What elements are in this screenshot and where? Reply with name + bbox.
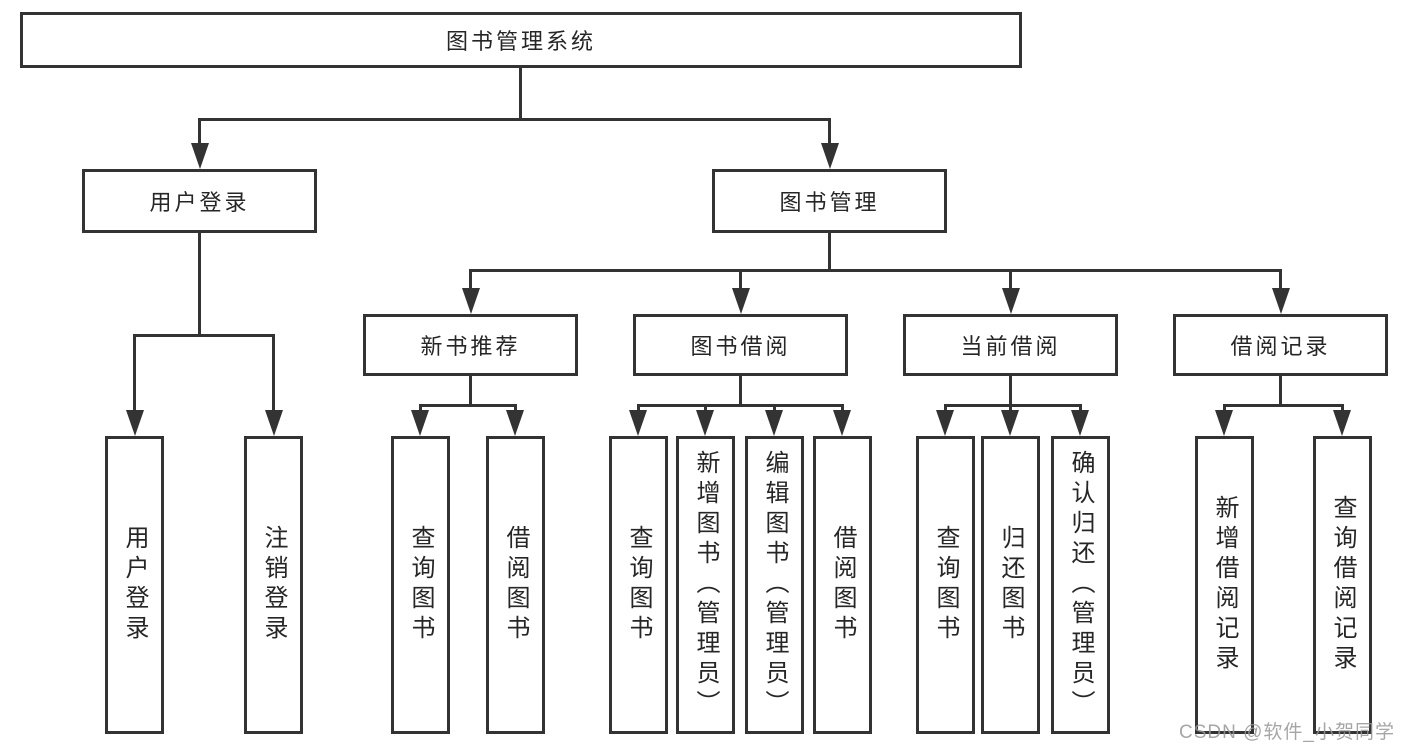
arrow-down-icon xyxy=(125,410,144,436)
connector-line xyxy=(133,334,275,337)
connector-line xyxy=(828,120,831,146)
connector-line xyxy=(469,271,472,291)
connector-line xyxy=(198,118,831,121)
arrow-down-icon xyxy=(936,410,954,436)
leaf-query-books-borrow: 查询图书 xyxy=(608,436,668,734)
arrow-down-icon xyxy=(731,288,750,314)
arrow-down-icon xyxy=(264,410,283,436)
connector-line xyxy=(418,404,517,407)
node-label: 借阅记录 xyxy=(1230,334,1331,359)
leaf-confirm-return-admin: 确认归还（管理员） xyxy=(1050,436,1110,734)
node-user-login: 用户登录 xyxy=(82,169,317,233)
node-label: 图书借阅 xyxy=(690,334,791,359)
node-borrow-records: 借阅记录 xyxy=(1173,314,1388,376)
arrow-down-icon xyxy=(1215,410,1233,436)
connector-line xyxy=(1279,376,1282,407)
leaf-user-login: 用户登录 xyxy=(104,436,164,734)
csdn-watermark: CSDN @软件_小贺同学 xyxy=(1179,722,1395,743)
connector-line xyxy=(739,376,742,407)
arrow-down-icon xyxy=(1271,288,1290,314)
arrow-down-icon xyxy=(1333,410,1351,436)
arrow-down-icon xyxy=(190,143,209,169)
node-label: 图书管理 xyxy=(779,190,880,215)
leaf-query-borrow-record: 查询借阅记录 xyxy=(1312,436,1372,734)
arrow-down-icon xyxy=(833,410,851,436)
arrow-down-icon xyxy=(629,410,647,436)
leaf-label: 新增图书（管理员） xyxy=(692,450,719,720)
node-label: 当前借阅 xyxy=(960,334,1061,359)
leaf-return-books: 归还图书 xyxy=(980,436,1040,734)
leaf-borrow-books-recommend: 借阅图书 xyxy=(485,436,545,734)
arrow-down-icon xyxy=(1001,410,1019,436)
connector-line xyxy=(198,233,201,337)
leaf-label: 借阅图书 xyxy=(829,525,856,645)
connector-line xyxy=(519,68,522,121)
arrow-down-icon xyxy=(765,410,783,436)
connector-line xyxy=(198,120,201,146)
arrow-down-icon xyxy=(461,288,480,314)
arrow-down-icon xyxy=(506,410,524,436)
leaf-label: 归还图书 xyxy=(997,525,1024,645)
connector-line xyxy=(636,404,844,407)
leaf-label: 查询图书 xyxy=(625,525,652,645)
arrow-down-icon xyxy=(411,410,429,436)
node-label: 新书推荐 xyxy=(420,334,521,359)
arrow-down-icon xyxy=(1071,410,1089,436)
connector-line xyxy=(1279,271,1282,291)
leaf-logout: 注销登录 xyxy=(243,436,303,734)
connector-line xyxy=(272,336,275,412)
leaf-borrow-books: 借阅图书 xyxy=(812,436,872,734)
connector-line xyxy=(943,404,1082,407)
leaf-label: 借阅图书 xyxy=(502,525,529,645)
leaf-label: 注销登录 xyxy=(260,525,287,645)
arrow-down-icon xyxy=(820,143,839,169)
leaf-add-books-admin: 新增图书（管理员） xyxy=(675,436,735,734)
node-book-management: 图书管理 xyxy=(712,169,947,233)
connector-line xyxy=(1009,271,1012,291)
node-book-borrow: 图书借阅 xyxy=(633,314,848,376)
node-label: 用户登录 xyxy=(149,190,250,215)
leaf-label: 确认归还（管理员） xyxy=(1067,450,1094,720)
leaf-add-borrow-record: 新增借阅记录 xyxy=(1194,436,1254,734)
arrow-down-icon xyxy=(696,410,714,436)
connector-line xyxy=(1009,376,1012,407)
node-new-book-recommend: 新书推荐 xyxy=(363,314,578,376)
node-root-library-system: 图书管理系统 xyxy=(20,12,1022,68)
connector-line xyxy=(828,233,831,272)
leaf-label: 编辑图书（管理员） xyxy=(761,450,788,720)
leaf-query-books-recommend: 查询图书 xyxy=(390,436,450,734)
connector-line xyxy=(739,271,742,291)
connector-line xyxy=(469,376,472,407)
connector-line xyxy=(133,336,136,412)
leaf-query-books-current: 查询图书 xyxy=(915,436,975,734)
node-current-borrow: 当前借阅 xyxy=(903,314,1118,376)
node-label: 图书管理系统 xyxy=(445,29,596,54)
leaf-label: 查询图书 xyxy=(932,525,959,645)
leaf-label: 查询图书 xyxy=(407,525,434,645)
leaf-label: 用户登录 xyxy=(121,525,148,645)
leaf-edit-books-admin: 编辑图书（管理员） xyxy=(744,436,804,734)
connector-line xyxy=(469,269,1282,272)
connector-line xyxy=(1222,404,1344,407)
leaf-label: 查询借阅记录 xyxy=(1329,495,1356,675)
leaf-label: 新增借阅记录 xyxy=(1211,495,1238,675)
arrow-down-icon xyxy=(1001,288,1020,314)
